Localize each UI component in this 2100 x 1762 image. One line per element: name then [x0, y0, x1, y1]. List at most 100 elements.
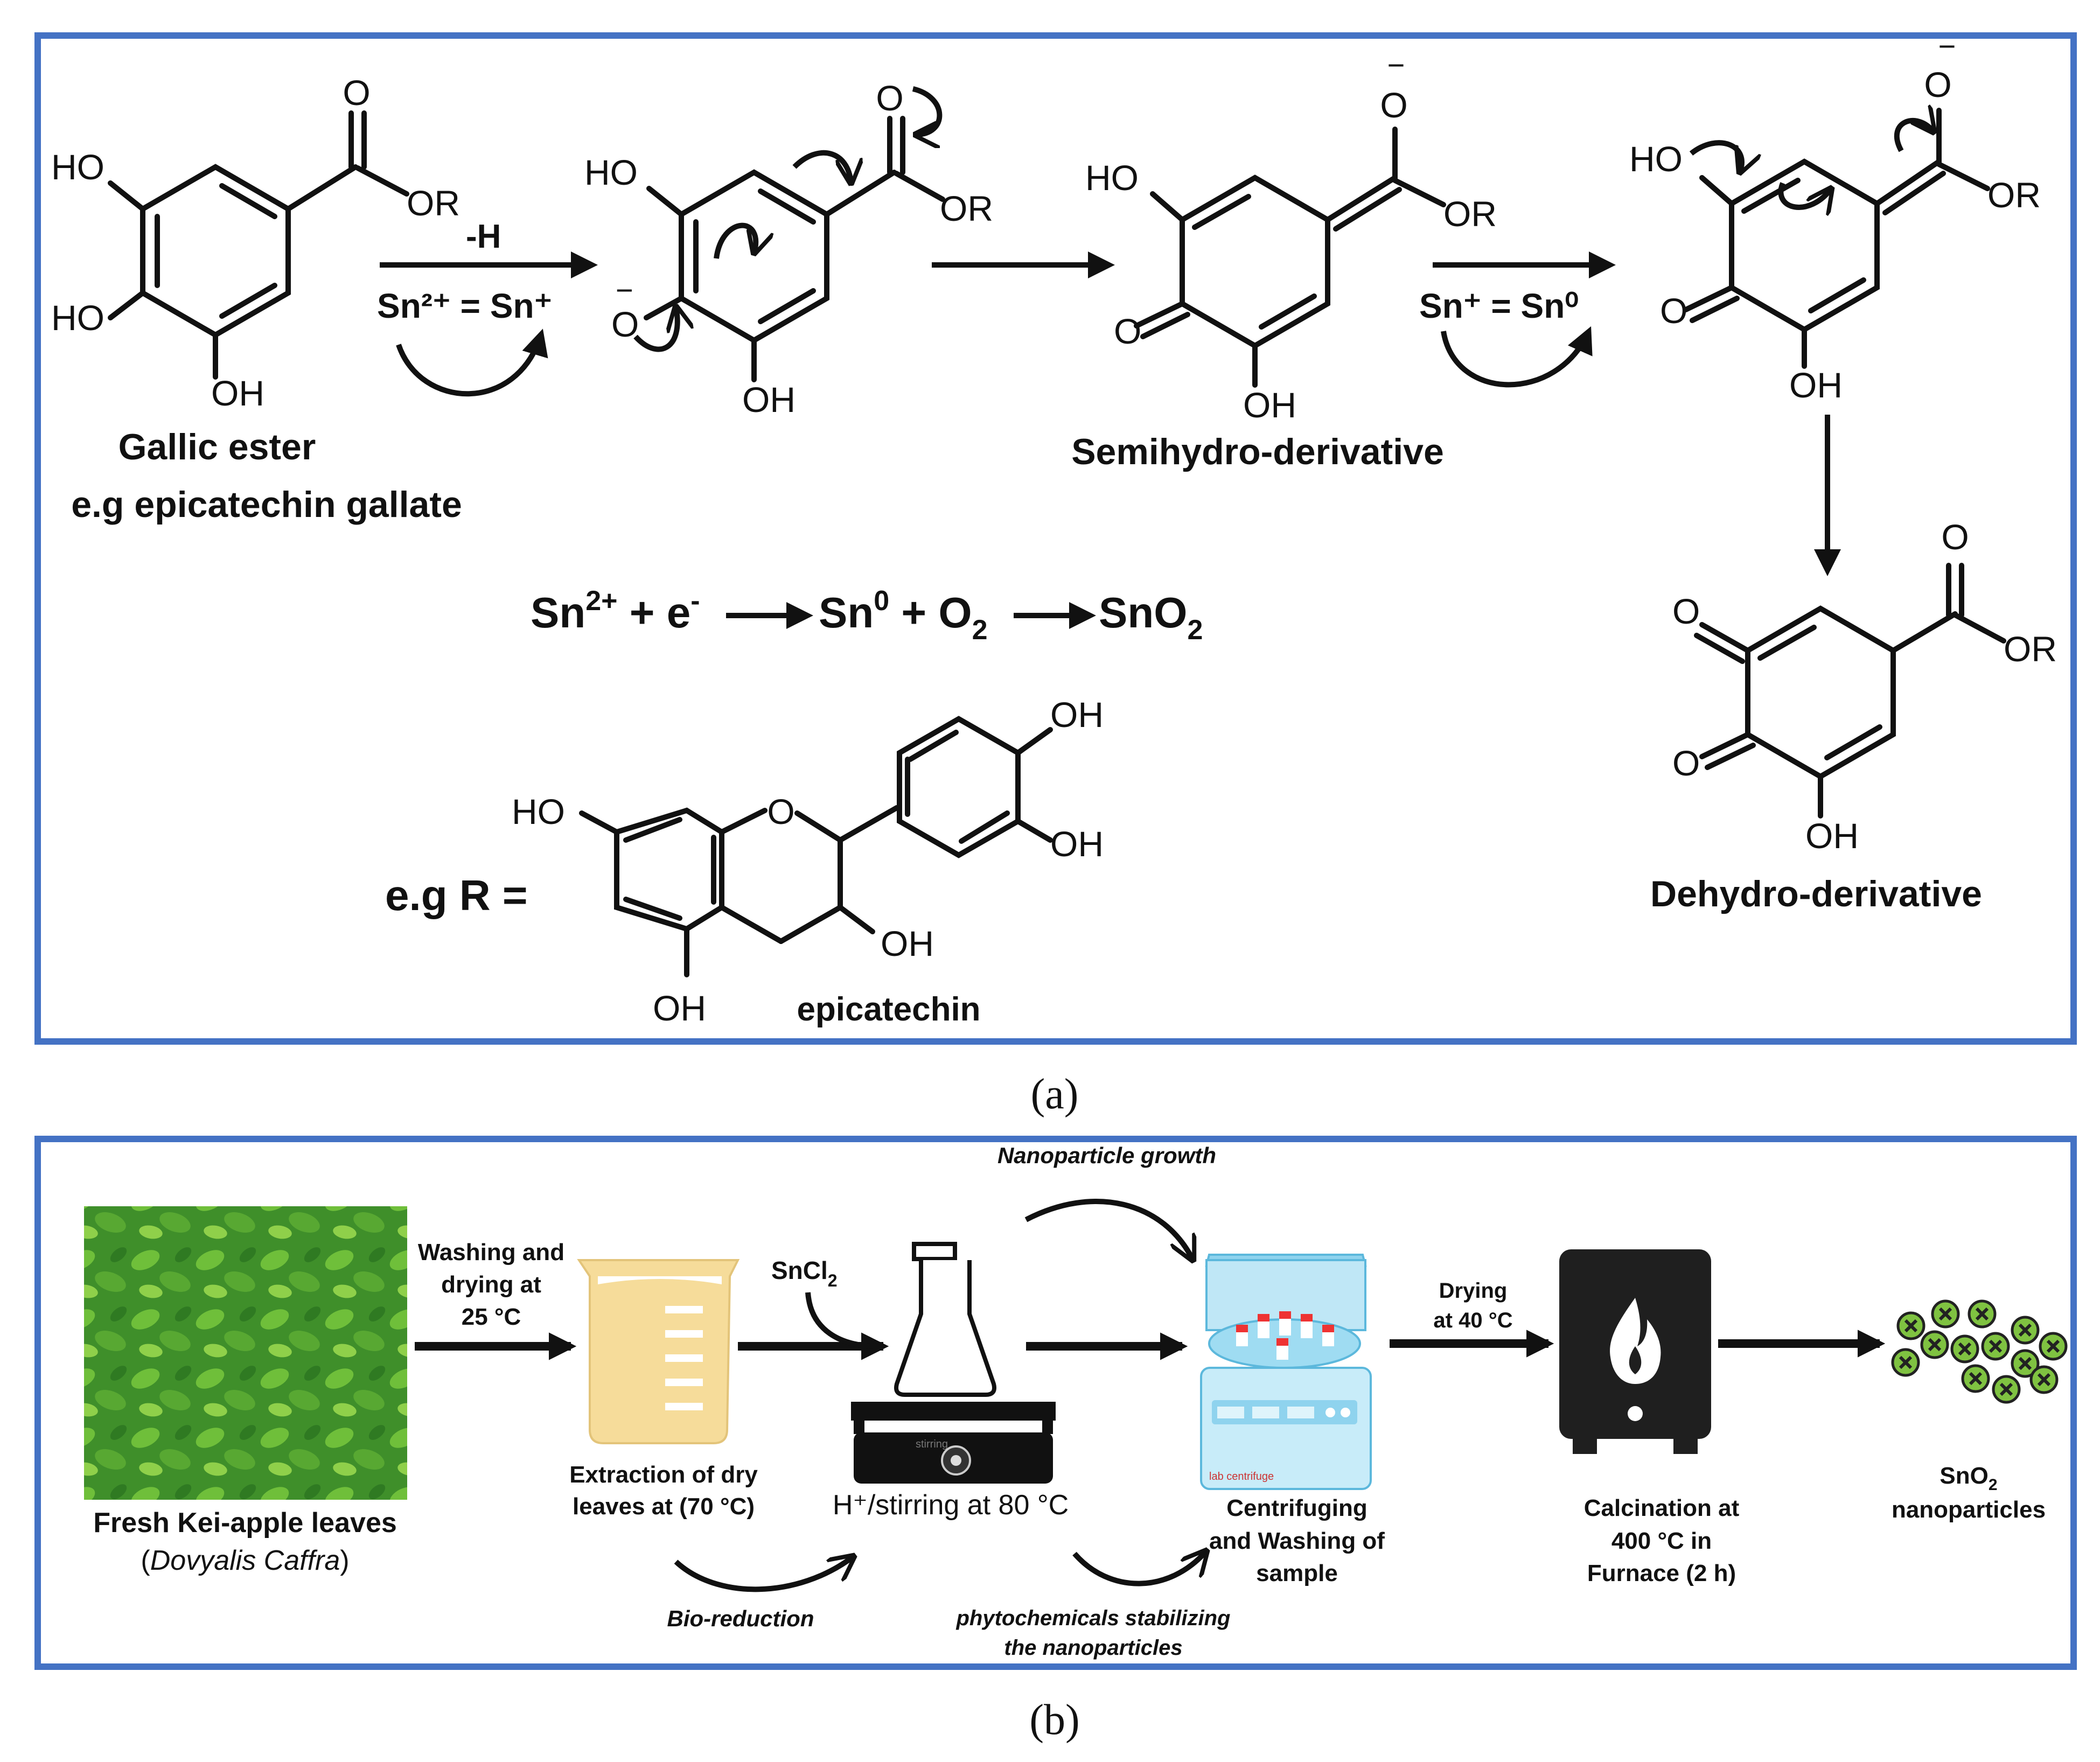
centrifuge-brand: lab centrifuge — [1209, 1471, 1274, 1483]
nanoparticle — [1950, 1334, 1979, 1364]
atom-oh: OH — [1050, 824, 1104, 864]
svg-text:Sn2+ + e-: Sn2+ + e- — [531, 585, 700, 637]
atom-ho: HO — [1085, 158, 1139, 198]
hotplate-brand: stirring — [916, 1438, 948, 1450]
nanoparticle — [2029, 1365, 2059, 1394]
curved-arrow — [714, 222, 756, 258]
wash-label-3: 25 °C — [462, 1304, 521, 1330]
step3-sn-label: Sn⁺ = Sn⁰ — [1419, 286, 1579, 325]
centrifuge-icon: lab centrifuge — [1200, 1254, 1372, 1490]
atom-or: OR — [2004, 629, 2057, 669]
drying-label-1: Drying — [1439, 1279, 1508, 1303]
atom-o: O — [611, 304, 639, 344]
semihydro-derivative-label: Semihydro-derivative — [1071, 431, 1444, 472]
panel-a-border — [34, 32, 2077, 1045]
sncl2-sub: 2 — [828, 1271, 838, 1290]
furnace-icon — [1559, 1249, 1711, 1454]
atom-ho: HO — [512, 792, 565, 831]
eq-sn0-sup: 0 — [874, 585, 889, 617]
growth-curved-arrow — [1024, 1199, 1193, 1260]
growth-label: Nanoparticle growth — [997, 1143, 1216, 1168]
curved-arrow — [1689, 140, 1742, 172]
atom-oh: OH — [742, 380, 796, 419]
atom-o: O — [767, 792, 794, 831]
dehydro-derivative-structure: O OR O O OH — [1672, 517, 2057, 856]
curved-arrow — [912, 86, 943, 135]
wash-label-2: drying at — [441, 1271, 541, 1298]
curved-arrow — [633, 307, 678, 352]
kei-apple-leaves-photo — [84, 1206, 407, 1500]
atom-o: O — [1941, 517, 1969, 557]
atom-or: OR — [407, 183, 460, 223]
centrifuge-label-3: sample — [1256, 1560, 1338, 1586]
extraction-label-2: leaves at (70 °C) — [573, 1493, 755, 1520]
panel-a-caption: (a) — [1031, 1071, 1079, 1118]
calcination-label-2: 400 °C in — [1611, 1528, 1712, 1554]
sno2-nanoparticles-icon — [1891, 1299, 2068, 1404]
tin-oxide-equation: Sn2+ + e- Sn0 + O2 SnO2 — [531, 585, 1203, 646]
atom-o: O — [1380, 85, 1407, 125]
calcination-label-1: Calcination at — [1584, 1495, 1740, 1521]
svg-text:SnO2: SnO2 — [1099, 589, 1203, 646]
flame-icon — [1610, 1298, 1661, 1384]
epicatechin-label: epicatechin — [797, 991, 980, 1028]
nanoparticle — [1992, 1375, 2021, 1404]
atom-oh: OH — [1050, 695, 1104, 735]
atom-o: O — [1660, 291, 1687, 331]
atom-ho: HO — [51, 147, 104, 187]
atom-ho: HO — [1629, 139, 1683, 179]
beaker-icon — [577, 1259, 740, 1444]
electron-transfer-arrow-2 — [1441, 326, 1593, 388]
curved-arrow — [792, 150, 851, 183]
charge-minus: − — [616, 273, 633, 307]
atom-oh: OH — [881, 924, 934, 963]
bioreduction-label: Bio-reduction — [667, 1606, 814, 1631]
drying-label-2: at 40 °C — [1433, 1309, 1512, 1332]
radical-intermediate-structure: O − OR HO O OH — [1629, 29, 2041, 405]
curved-arrow — [1778, 182, 1831, 207]
phenoxide-intermediate: O OR HO O − OH — [584, 78, 993, 419]
nanoparticle — [1981, 1332, 2010, 1361]
step1-top-label: -H — [466, 218, 501, 255]
centrifuge-label-1: Centrifuging — [1226, 1495, 1368, 1521]
gallic-ester-label: Gallic ester — [118, 426, 316, 467]
nanoparticle — [2011, 1349, 2040, 1378]
svg-text:SnO2: SnO2 — [1939, 1463, 1997, 1494]
nanoparticle — [1891, 1348, 1920, 1377]
eq-oxygen-sub: 2 — [972, 614, 988, 646]
semihydro-derivative-structure: O − OR HO O OH — [1085, 48, 1497, 425]
r-group-prefix: e.g R = — [385, 871, 528, 919]
electron-transfer-arrow-1 — [396, 328, 548, 397]
charge-minus: − — [1387, 48, 1405, 82]
gallic-ester-example: e.g epicatechin gallate — [71, 484, 462, 525]
step1-sn-label: Sn²⁺ = Sn⁺ — [377, 286, 552, 325]
atom-or: OR — [1443, 194, 1497, 234]
charge-minus: − — [1938, 29, 1956, 63]
bioreduction-curved-arrow — [674, 1556, 854, 1592]
centrifuge-label-2: and Washing of — [1209, 1528, 1385, 1554]
atom-o: O — [1114, 311, 1141, 351]
product-formula: SnO — [1939, 1463, 1988, 1489]
erlenmeyer-flask-icon — [894, 1242, 996, 1397]
nanoparticle — [1961, 1364, 1990, 1393]
svg-text:(Dovyalis Caffra): (Dovyalis Caffra) — [141, 1545, 349, 1576]
species-paren-open: ( — [141, 1545, 150, 1576]
atom-o: O — [1924, 65, 1951, 104]
atom-oh: OH — [1805, 816, 1859, 856]
species-paren-close: ) — [340, 1545, 349, 1576]
atom-oh: OH — [1243, 385, 1296, 425]
nanoparticle — [2011, 1316, 2040, 1345]
gallic-ester-structure: O OR HO HO OH — [51, 73, 460, 413]
hotplate-stirrer-icon: stirring — [851, 1402, 1056, 1484]
panel-b-caption: (b) — [1029, 1696, 1079, 1744]
atom-oh: OH — [1789, 365, 1843, 405]
nanoparticle — [1931, 1299, 1960, 1329]
calcination-label-3: Furnace (2 h) — [1587, 1560, 1736, 1586]
atom-o: O — [343, 73, 370, 113]
nanoparticle — [1920, 1330, 1949, 1359]
atom-oh: OH — [653, 988, 706, 1028]
sncl2-curved-arrow — [805, 1292, 878, 1349]
eq-sno2: SnO — [1099, 589, 1187, 637]
phyto-curved-arrow — [1072, 1551, 1206, 1586]
